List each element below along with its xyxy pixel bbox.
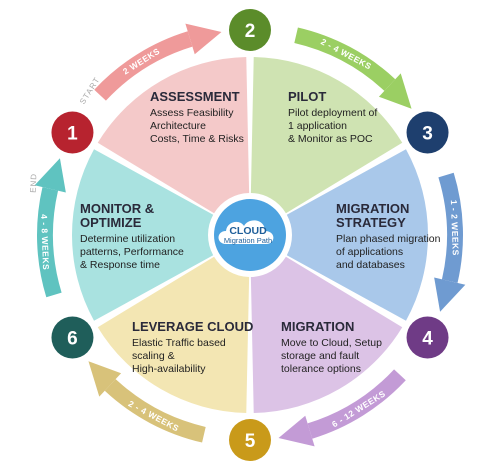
segment-description-line: Architecture xyxy=(150,120,206,132)
segment-description-line: Move to Cloud, Setup xyxy=(281,337,382,349)
segment-title: ASSESSMENT xyxy=(150,89,240,104)
step-node-5 xyxy=(229,419,271,461)
segment-description-line: and databases xyxy=(336,259,405,271)
segment-title: MIGRATION xyxy=(336,201,409,216)
segment-description-line: & Response time xyxy=(80,259,160,271)
timeline-arrow-6 xyxy=(37,187,62,298)
segment-description-line: High-availability xyxy=(132,363,206,375)
hub-subtitle: Migration Path xyxy=(224,236,272,245)
step-number: 4 xyxy=(422,329,433,350)
timeline-arrow-2 xyxy=(294,27,396,92)
segment-6 xyxy=(71,149,214,321)
segment-description-line: Costs, Time & Risks xyxy=(150,133,244,145)
step-number: 3 xyxy=(422,124,433,145)
segment-1 xyxy=(97,57,250,214)
duration-label: 6 - 12 WEEKS xyxy=(330,388,387,429)
segment-description-line: 1 application xyxy=(288,120,347,132)
segment-description-line: Elastic Traffic based xyxy=(132,337,226,349)
step-node-4 xyxy=(406,316,449,359)
segment-title: MIGRATION xyxy=(281,319,354,334)
segment-title: MONITOR & xyxy=(80,201,154,216)
arrowhead-icon xyxy=(185,23,222,55)
segment-description-line: Determine utilization xyxy=(80,233,175,245)
duration-label: 2 - 4 WEEKS xyxy=(319,36,373,71)
segment-title: STRATEGY xyxy=(336,215,406,230)
segment-description-line: patterns, Performance xyxy=(80,246,184,258)
step-node-1 xyxy=(51,111,94,154)
segment-description-line: storage and fault xyxy=(281,350,359,362)
segment-title: LEVERAGE CLOUD xyxy=(132,319,253,334)
arrowhead-icon xyxy=(278,415,315,447)
center-hub: CLOUD Migration Path xyxy=(210,195,290,275)
segment-description-line: Pilot deployment of xyxy=(288,107,377,119)
hub-title: CLOUD xyxy=(229,225,267,237)
arrowhead-icon xyxy=(434,277,466,312)
segment-description-line: tolerance options xyxy=(281,363,361,375)
timeline-arrow-4 xyxy=(307,369,406,439)
step-nodes: 1 2 3 4 5 6 xyxy=(48,6,452,464)
step-node-2 xyxy=(229,9,271,51)
segment-description-line: & Monitor as POC xyxy=(288,133,373,145)
end-label: END xyxy=(29,173,39,193)
arrowhead-icon xyxy=(88,361,122,397)
duration-label: 2 - 4 WEEKS xyxy=(127,398,181,433)
segment-2 xyxy=(250,57,403,214)
step-number: 2 xyxy=(245,21,256,42)
segment-description-line: Assess Feasibility xyxy=(150,107,234,119)
step-node-3 xyxy=(406,111,449,154)
segment-4 xyxy=(250,256,403,413)
segment-description-line: Plan phased migration xyxy=(336,233,441,245)
segment-5 xyxy=(97,256,250,413)
arrowhead-icon xyxy=(378,73,412,109)
segment-description-line: scaling & xyxy=(132,350,175,362)
cloud-icon xyxy=(218,220,274,244)
segment-description-line: of applications xyxy=(336,246,403,258)
segment-title: PILOT xyxy=(288,89,326,104)
segment-title: OPTIMIZE xyxy=(80,215,142,230)
step-node-6 xyxy=(51,316,94,359)
step-number: 6 xyxy=(67,329,78,350)
timeline-arrow-5 xyxy=(104,378,206,443)
step-number: 1 xyxy=(67,124,78,145)
duration-label: 1 - 2 WEEKS xyxy=(449,200,461,256)
step-number: 5 xyxy=(245,431,256,452)
timeline-arrow-1 xyxy=(94,31,193,101)
timeline-arrow-3 xyxy=(438,172,463,283)
arrowhead-icon xyxy=(34,158,66,193)
duration-label: 4 - 8 WEEKS xyxy=(39,214,51,270)
segment-3 xyxy=(286,149,428,321)
